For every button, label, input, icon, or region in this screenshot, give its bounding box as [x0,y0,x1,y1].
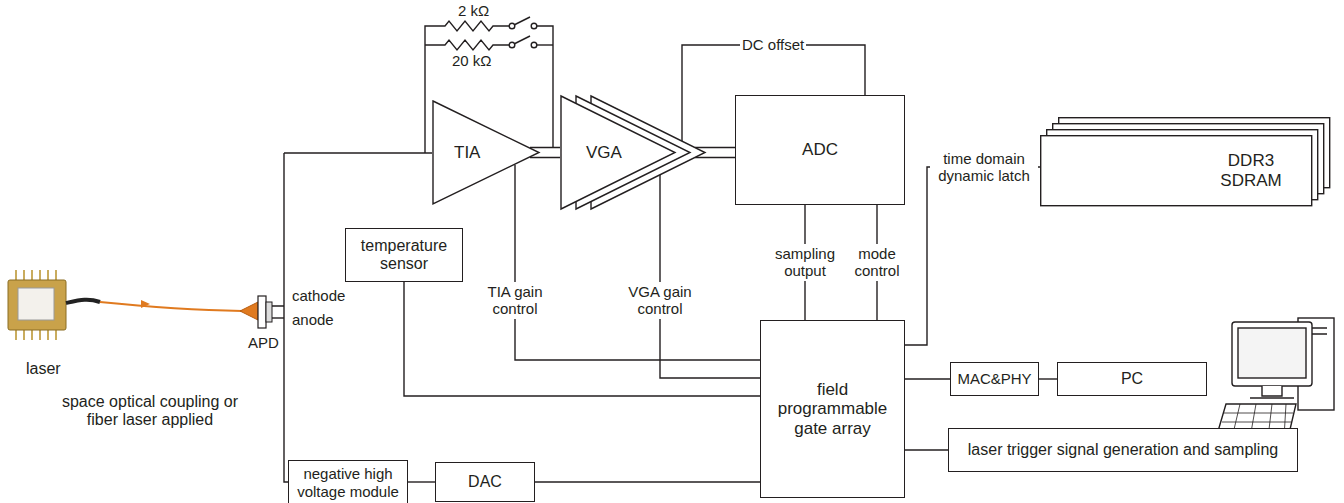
node-text: PC [1121,370,1143,388]
fiber [100,300,242,311]
node-text: field programmable gate array [771,380,895,439]
part-name: APD [248,334,279,351]
part-name: laser [26,360,61,378]
signal-line [404,282,760,396]
note: space optical coupling or fiber laser ap… [60,393,240,430]
signal-name: mode control [844,244,910,281]
signal-line [905,378,950,379]
resistor-value: 2 kΩ [458,2,489,19]
node-label: PC [1121,370,1143,388]
sensor-box: temperature sensor [345,228,463,282]
signal-name: DC offset [740,35,806,54]
node-text: DDR3 SDRAM [1216,151,1286,190]
node-label: TIA [454,143,480,163]
amplifier-triangle: VGA [560,95,705,210]
node-label: negative high voltage module [295,465,401,500]
signal-name: sampling output [767,244,843,281]
amplifier-triangle: TIA [432,100,540,205]
node-label: DAC [468,473,502,491]
node-label: VGA [586,143,622,163]
interface-box: MAC&PHY [950,362,1039,396]
node-text: DAC [468,473,502,491]
signal-line [1039,378,1057,379]
node-text: TIA [454,143,480,163]
computer-icon [1216,318,1334,438]
signal-line [515,165,760,360]
signal-line [535,481,760,482]
node-outline [432,100,540,205]
converter-box: DAC [435,462,535,502]
node-text: VGA [586,143,622,163]
node-text: temperature sensor [352,237,456,274]
node-label: MAC&PHY [957,370,1031,387]
pin-name: anode [292,311,334,328]
node-label: ADC [802,140,838,160]
node-text: MAC&PHY [957,370,1031,387]
power-module-box: negative high voltage module [288,460,408,503]
signal-line [408,481,435,482]
trigger-box: laser trigger signal generation and samp… [948,428,1298,472]
signal-line [905,167,1040,345]
pc-box: PC [1057,362,1207,396]
pin-name: cathode [292,287,345,304]
node-text: laser trigger signal generation and samp… [968,441,1278,459]
signal-name: TIA gain control [473,282,557,319]
signal-wire [272,153,432,482]
signal-wire [272,317,284,318]
node-text: negative high voltage module [295,465,401,500]
node-label: field programmable gate array [771,380,895,439]
node-text: ADC [802,140,838,160]
signal-name: VGA gain control [618,282,702,319]
memory-stack: DDR3 SDRAM [1040,115,1332,207]
node-outline [560,95,705,210]
apd-symbol [240,296,272,328]
laser-module [8,270,100,340]
fpga-box: field programmable gate array [760,320,905,498]
node-label: DDR3 SDRAM [1216,151,1286,190]
node-outline [1040,115,1332,207]
signal-name: time domain dynamic latch [930,149,1038,186]
resistor-value: 20 kΩ [452,52,492,69]
node-label: temperature sensor [352,237,456,274]
signal-line [905,449,948,450]
converter-box: ADC [735,95,905,205]
node-label: laser trigger signal generation and samp… [968,441,1278,459]
